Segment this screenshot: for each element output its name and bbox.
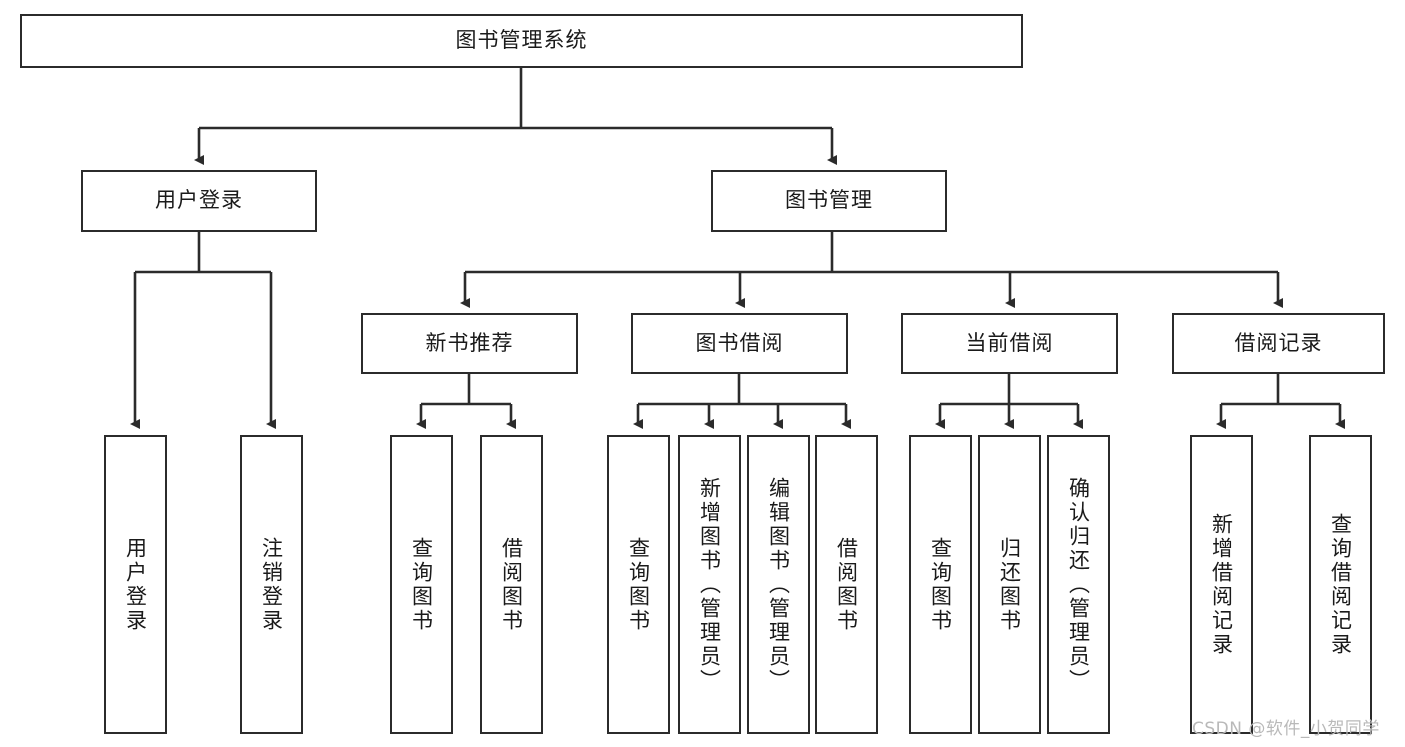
node-label: 借阅记录 bbox=[1234, 330, 1323, 355]
node-label: 新增借阅记录 bbox=[1209, 512, 1234, 657]
leaf-recommend-query-book[interactable]: 查询图书 bbox=[390, 435, 453, 734]
node-current-borrow[interactable]: 当前借阅 bbox=[901, 313, 1118, 374]
leaf-borrow-query-book[interactable]: 查询图书 bbox=[607, 435, 670, 734]
leaf-borrow-borrow-book[interactable]: 借阅图书 bbox=[815, 435, 878, 734]
node-label: 新增图书（管理员） bbox=[697, 476, 722, 693]
leaf-user-login-logout[interactable]: 注销登录 bbox=[240, 435, 303, 734]
node-label: 查询借阅记录 bbox=[1328, 512, 1353, 657]
node-label: 借阅图书 bbox=[834, 536, 859, 633]
leaf-borrow-add-book-admin[interactable]: 新增图书（管理员） bbox=[678, 435, 741, 734]
leaf-record-query-record[interactable]: 查询借阅记录 bbox=[1309, 435, 1372, 734]
node-label: 查询图书 bbox=[409, 536, 434, 633]
leaf-borrow-edit-book-admin[interactable]: 编辑图书（管理员） bbox=[747, 435, 810, 734]
node-label: 图书管理 bbox=[785, 188, 873, 213]
node-borrow-record[interactable]: 借阅记录 bbox=[1172, 313, 1385, 374]
node-label: 查询图书 bbox=[928, 536, 953, 633]
node-label: 确认归还（管理员） bbox=[1066, 476, 1091, 693]
node-root-system[interactable]: 图书管理系统 bbox=[20, 14, 1023, 68]
leaf-current-confirm-return-admin[interactable]: 确认归还（管理员） bbox=[1047, 435, 1110, 734]
leaf-current-query-book[interactable]: 查询图书 bbox=[909, 435, 972, 734]
node-label: 用户登录 bbox=[155, 188, 243, 213]
node-label: 用户登录 bbox=[123, 536, 148, 633]
csdn-watermark: CSDN @软件_小贺同学 bbox=[1192, 714, 1380, 739]
node-book-management[interactable]: 图书管理 bbox=[711, 170, 947, 232]
node-label: 当前借阅 bbox=[965, 330, 1054, 355]
node-user-login[interactable]: 用户登录 bbox=[81, 170, 317, 232]
node-label: 编辑图书（管理员） bbox=[766, 476, 791, 693]
leaf-record-add-record[interactable]: 新增借阅记录 bbox=[1190, 435, 1253, 734]
node-book-borrow[interactable]: 图书借阅 bbox=[631, 313, 848, 374]
node-label: 图书管理系统 bbox=[455, 28, 588, 53]
leaf-recommend-borrow-book[interactable]: 借阅图书 bbox=[480, 435, 543, 734]
node-new-book-recommend[interactable]: 新书推荐 bbox=[361, 313, 578, 374]
node-label: 归还图书 bbox=[997, 536, 1022, 633]
watermark-text: CSDN @软件_小贺同学 bbox=[1192, 719, 1380, 739]
node-label: 新书推荐 bbox=[425, 330, 514, 355]
node-label: 借阅图书 bbox=[499, 536, 524, 633]
node-label: 查询图书 bbox=[626, 536, 651, 633]
node-label: 图书借阅 bbox=[695, 330, 784, 355]
leaf-user-login-login[interactable]: 用户登录 bbox=[104, 435, 167, 734]
leaf-current-return-book[interactable]: 归还图书 bbox=[978, 435, 1041, 734]
node-label: 注销登录 bbox=[259, 536, 284, 633]
